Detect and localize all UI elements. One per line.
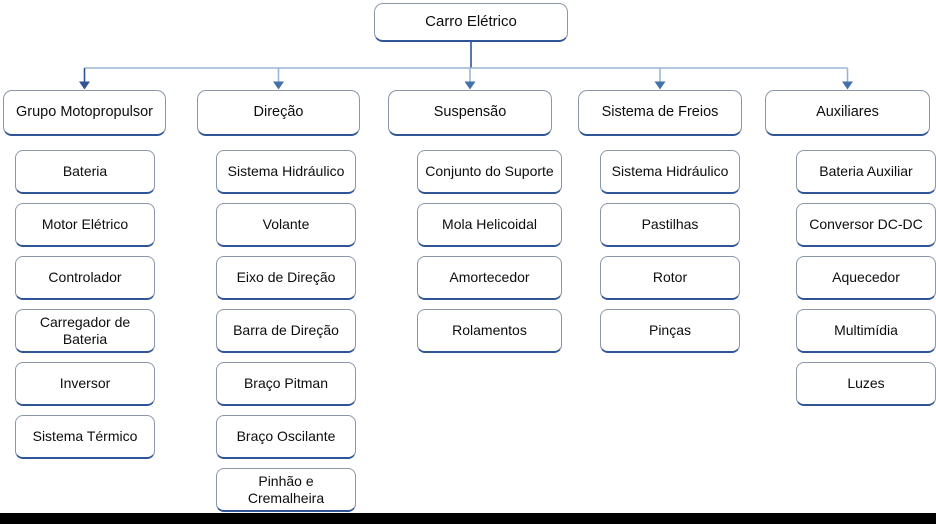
leaf-node-1-2[interactable]: Eixo de Direção (216, 256, 356, 300)
leaf-node-3-2[interactable]: Rotor (600, 256, 740, 300)
branch-node-1-label: Direção (253, 103, 304, 120)
leaf-node-1-6[interactable]: Pinhão e Cremalheira (216, 468, 356, 512)
leaf-node-3-3[interactable]: Pinças (600, 309, 740, 353)
branch-node-3[interactable]: Sistema de Freios (578, 90, 742, 136)
branch-node-2[interactable]: Suspensão (388, 90, 552, 136)
leaf-node-0-1-label: Motor Elétrico (41, 216, 129, 233)
leaf-node-0-0-label: Bateria (62, 163, 108, 180)
leaf-node-4-2-label: Aquecedor (832, 269, 900, 286)
leaf-node-1-1-label: Volante (262, 216, 310, 233)
branch-node-0[interactable]: Grupo Motopropulsor (3, 90, 166, 136)
leaf-node-1-4-label: Braço Pitman (243, 375, 329, 392)
leaf-node-1-1[interactable]: Volante (216, 203, 356, 247)
leaf-node-2-0-label: Conjunto do Suporte (425, 163, 554, 180)
leaf-node-3-1[interactable]: Pastilhas (600, 203, 740, 247)
leaf-node-3-1-label: Pastilhas (641, 216, 699, 233)
leaf-node-4-0[interactable]: Bateria Auxiliar (796, 150, 936, 194)
leaf-node-2-2[interactable]: Amortecedor (417, 256, 562, 300)
leaf-node-1-3[interactable]: Barra de Direção (216, 309, 356, 353)
branch-node-3-label: Sistema de Freios (601, 103, 719, 120)
leaf-node-2-2-label: Amortecedor (449, 269, 530, 286)
leaf-node-2-1-label: Mola Helicoidal (442, 216, 537, 233)
branch-node-4[interactable]: Auxiliares (765, 90, 930, 136)
bottom-black-bar (0, 513, 936, 524)
leaf-node-2-1[interactable]: Mola Helicoidal (417, 203, 562, 247)
leaf-node-3-0[interactable]: Sistema Hidráulico (600, 150, 740, 194)
leaf-node-0-5-label: Sistema Térmico (32, 428, 138, 445)
leaf-node-4-3-label: Multimídia (834, 322, 898, 339)
leaf-node-4-4-label: Luzes (847, 375, 885, 392)
root-node[interactable]: Carro Elétrico (374, 3, 568, 42)
leaf-node-0-3-label: Carregador de Bateria (39, 313, 131, 347)
leaf-node-1-0-label: Sistema Hidráulico (227, 163, 345, 180)
leaf-node-4-1-label: Conversor DC-DC (809, 216, 923, 233)
leaf-node-3-0-label: Sistema Hidráulico (611, 163, 729, 180)
leaf-node-1-4[interactable]: Braço Pitman (216, 362, 356, 406)
leaf-node-0-3[interactable]: Carregador de Bateria (15, 309, 155, 353)
leaf-node-0-5[interactable]: Sistema Térmico (15, 415, 155, 459)
leaf-node-1-2-label: Eixo de Direção (236, 269, 336, 286)
leaf-node-0-4-label: Inversor (59, 375, 111, 392)
leaf-node-1-0[interactable]: Sistema Hidráulico (216, 150, 356, 194)
branch-node-0-label: Grupo Motopropulsor (15, 103, 153, 120)
leaf-node-3-3-label: Pinças (648, 322, 692, 339)
leaf-node-4-3[interactable]: Multimídia (796, 309, 936, 353)
leaf-node-2-3[interactable]: Rolamentos (417, 309, 562, 353)
branch-node-4-label: Auxiliares (816, 103, 879, 120)
leaf-node-0-2[interactable]: Controlador (15, 256, 155, 300)
leaf-node-2-0[interactable]: Conjunto do Suporte (417, 150, 562, 194)
leaf-node-0-1[interactable]: Motor Elétrico (15, 203, 155, 247)
leaf-node-0-0[interactable]: Bateria (15, 150, 155, 194)
leaf-node-2-3-label: Rolamentos (452, 322, 527, 339)
leaf-node-0-4[interactable]: Inversor (15, 362, 155, 406)
branch-node-1[interactable]: Direção (197, 90, 360, 136)
leaf-node-4-4[interactable]: Luzes (796, 362, 936, 406)
leaf-node-3-2-label: Rotor (652, 269, 688, 286)
leaf-node-0-2-label: Controlador (48, 269, 122, 286)
leaf-node-1-5-label: Braço Oscilante (236, 428, 336, 445)
leaf-node-1-6-label: Pinhão e Cremalheira (247, 472, 325, 506)
leaf-node-1-5[interactable]: Braço Oscilante (216, 415, 356, 459)
leaf-node-1-3-label: Barra de Direção (233, 322, 339, 339)
root-node-label: Carro Elétrico (425, 13, 517, 31)
branch-node-2-label: Suspensão (433, 103, 507, 120)
leaf-node-4-2[interactable]: Aquecedor (796, 256, 936, 300)
leaf-node-4-0-label: Bateria Auxiliar (819, 163, 913, 180)
leaf-node-4-1[interactable]: Conversor DC-DC (796, 203, 936, 247)
